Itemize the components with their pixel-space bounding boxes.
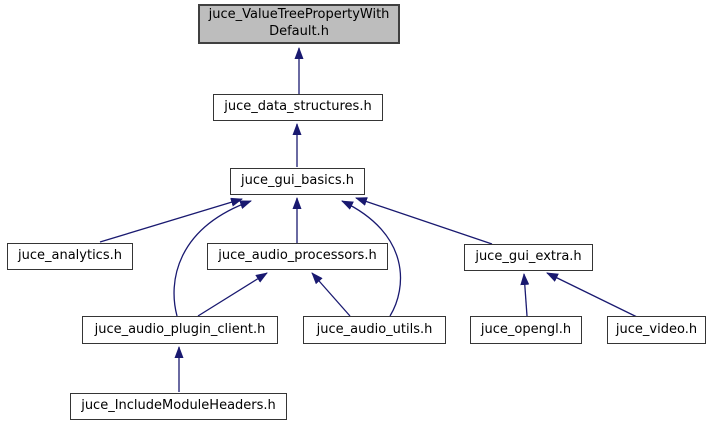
node-label: juce_audio_plugin_client.h <box>94 321 266 337</box>
node-label: juce_audio_processors.h <box>218 248 377 264</box>
edge-plugin-client-to-audio-processors <box>197 272 268 317</box>
node-label: juce_gui_basics.h <box>241 173 354 189</box>
node-juce-gui-basics[interactable]: juce_gui_basics.h <box>230 168 365 195</box>
node-juce-gui-extra[interactable]: juce_gui_extra.h <box>464 244 593 271</box>
edge-opengl-to-gui-extra <box>520 273 530 317</box>
node-juce-includemoduleheaders[interactable]: juce_IncludeModuleHeaders.h <box>70 393 287 420</box>
edge-audio-utils-to-gui-basics <box>341 200 402 317</box>
node-label: juce_video.h <box>615 321 698 337</box>
node-label: juce_IncludeModuleHeaders.h <box>81 398 276 414</box>
edge-audio-utils-to-audio-processors <box>311 272 351 317</box>
node-juce-video[interactable]: juce_video.h <box>607 316 706 344</box>
edge-video-to-gui-extra <box>546 272 638 318</box>
node-label: juce_analytics.h <box>18 248 122 264</box>
node-label-line1: juce_ValueTreePropertyWith <box>208 7 390 23</box>
node-juce-opengl[interactable]: juce_opengl.h <box>470 316 582 344</box>
node-label-line2: Default.h <box>269 24 329 39</box>
node-juce-audio-processors[interactable]: juce_audio_processors.h <box>207 243 388 270</box>
node-label: juce_opengl.h <box>480 321 572 337</box>
node-label: juce_data_structures.h <box>224 99 372 115</box>
node-label: juce_audio_utils.h <box>316 321 433 337</box>
node-juce-analytics[interactable]: juce_analytics.h <box>7 243 133 270</box>
node-label: juce_gui_extra.h <box>475 249 582 265</box>
node-juce-audio-utils[interactable]: juce_audio_utils.h <box>303 316 446 344</box>
edge-gui-extra-to-gui-basics <box>355 197 493 245</box>
node-juce-data-structures[interactable]: juce_data_structures.h <box>213 94 383 121</box>
edge-plugin-client-to-gui-basics <box>173 200 252 317</box>
node-juce-audio-plugin-client[interactable]: juce_audio_plugin_client.h <box>82 316 278 344</box>
node-juce-valuetreepropertywithdefault: juce_ValueTreePropertyWith Default.h <box>198 4 400 44</box>
edge-analytics-to-gui-basics <box>99 197 243 243</box>
